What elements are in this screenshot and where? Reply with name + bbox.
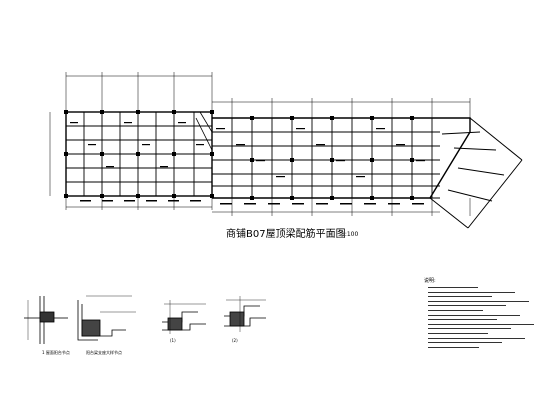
beam-label-mark bbox=[388, 203, 400, 205]
note-line bbox=[428, 323, 534, 325]
diagonal-wing bbox=[429, 117, 523, 229]
beam-label-mark bbox=[336, 160, 345, 162]
beam-label-mark bbox=[168, 200, 179, 202]
beam-label-mark bbox=[396, 144, 405, 146]
column bbox=[330, 158, 334, 162]
beam-label-mark bbox=[356, 176, 365, 178]
beam-label-mark bbox=[216, 128, 225, 130]
note-line bbox=[428, 291, 515, 293]
detail-section-1 bbox=[162, 300, 206, 334]
beam-label-mark bbox=[80, 200, 91, 202]
detail-section-2 bbox=[224, 296, 266, 332]
axis-bubbles bbox=[65, 72, 471, 216]
beam-label-mark bbox=[316, 144, 325, 146]
beam-label-mark bbox=[276, 176, 285, 178]
beam-label-mark bbox=[190, 200, 201, 202]
plan-title: 商铺B07屋顶梁配筋平面图 bbox=[226, 229, 346, 240]
plan-scale: 1:100 bbox=[341, 231, 359, 238]
note-line bbox=[428, 305, 506, 307]
column bbox=[410, 116, 414, 120]
detail-beam-support bbox=[77, 295, 136, 341]
note-line bbox=[428, 333, 488, 334]
beam-label-mark bbox=[416, 160, 425, 162]
beam-label-mark bbox=[256, 160, 265, 162]
note-line bbox=[428, 319, 497, 321]
detail-caption-1: 1 屋面阳台节点 bbox=[42, 350, 70, 355]
note-line bbox=[428, 314, 520, 316]
beam-label-mark bbox=[340, 203, 352, 205]
beam-label-mark bbox=[364, 203, 376, 205]
column bbox=[410, 158, 414, 162]
detail-balcony-node bbox=[24, 296, 68, 344]
beam-labels bbox=[70, 122, 425, 205]
detail-caption-2: 阳台梁支座大样节点 bbox=[86, 350, 122, 355]
right-block-grid bbox=[211, 117, 440, 199]
column bbox=[330, 196, 334, 200]
note-line bbox=[428, 300, 529, 302]
beam-label-mark bbox=[296, 128, 305, 130]
beam-label-mark bbox=[178, 122, 186, 124]
note-line bbox=[428, 296, 492, 298]
beam-label-mark bbox=[376, 128, 385, 130]
beam-label-mark bbox=[244, 203, 256, 205]
column bbox=[100, 152, 104, 156]
column bbox=[250, 158, 254, 162]
column bbox=[250, 116, 254, 120]
beam-label-mark bbox=[124, 122, 132, 124]
beam-label-mark bbox=[142, 144, 150, 146]
beam-label-mark bbox=[102, 200, 113, 202]
beam-label-mark bbox=[146, 200, 157, 202]
left-diagonal-beam bbox=[195, 111, 213, 151]
beam-label-mark bbox=[220, 203, 232, 205]
notes-title: 说明: bbox=[424, 278, 436, 284]
column bbox=[330, 116, 334, 120]
column bbox=[370, 158, 374, 162]
beam-label-mark bbox=[292, 203, 304, 205]
beam-label-mark bbox=[88, 144, 96, 146]
column bbox=[290, 116, 294, 120]
note-line bbox=[428, 310, 483, 311]
column bbox=[370, 196, 374, 200]
column bbox=[136, 152, 140, 156]
column bbox=[290, 158, 294, 162]
column bbox=[370, 116, 374, 120]
beam-label-mark bbox=[316, 203, 328, 205]
column bbox=[290, 196, 294, 200]
beam-label-mark bbox=[236, 144, 245, 146]
note-line bbox=[428, 346, 479, 348]
column bbox=[210, 152, 214, 156]
beam-label-mark bbox=[124, 200, 135, 202]
column bbox=[410, 196, 414, 200]
beam-label-mark bbox=[268, 203, 280, 205]
column bbox=[64, 152, 68, 156]
note-line bbox=[428, 328, 511, 330]
beam-label-mark bbox=[70, 122, 78, 124]
detail-caption-4: (2) bbox=[232, 338, 238, 343]
column-markers bbox=[64, 110, 414, 200]
beam-label-mark bbox=[160, 166, 168, 168]
column bbox=[250, 196, 254, 200]
beam-label-mark bbox=[106, 166, 114, 168]
beam-label-mark bbox=[196, 144, 204, 146]
note-line bbox=[428, 287, 478, 288]
beam-label-mark bbox=[412, 203, 424, 205]
note-line bbox=[428, 342, 502, 344]
note-line bbox=[428, 337, 525, 339]
top-dimension-line bbox=[66, 75, 470, 103]
roof-beam-plan bbox=[49, 72, 523, 229]
column bbox=[172, 152, 176, 156]
bottom-dimension-line bbox=[66, 206, 440, 213]
detail-caption-3: (1) bbox=[170, 338, 176, 343]
